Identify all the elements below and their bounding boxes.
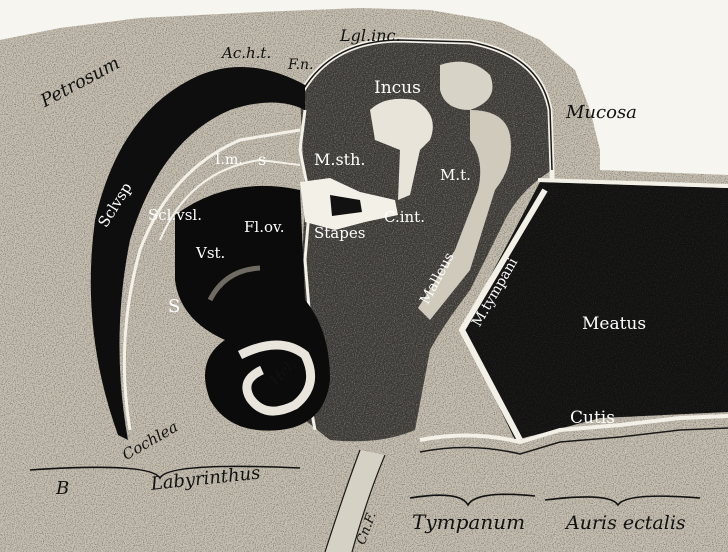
lgl-inc-label: Lgl.inc.: [340, 28, 401, 44]
tympanum-label: Tympanum: [412, 512, 525, 532]
s-upper-label: s: [258, 152, 266, 168]
s-lower-label: S: [168, 298, 180, 316]
b-label: B: [56, 480, 69, 498]
incus-label: Incus: [374, 80, 421, 97]
meatus-label: Meatus: [582, 316, 646, 333]
msth-label: M.sth.: [314, 152, 366, 168]
cint-label: C.int.: [384, 210, 425, 225]
stapes-label: Stapes: [314, 226, 365, 241]
fn-label: F.n.: [288, 58, 313, 72]
acht-label: Ac.h.t.: [222, 46, 271, 61]
auris-ectalis-label: Auris ectalis: [566, 514, 686, 533]
sclvsl-label: Scl.vsl.: [148, 208, 202, 223]
vst-label: Vst.: [196, 246, 225, 261]
mucosa-label: Mucosa: [566, 104, 637, 122]
flov-label: Fl.ov.: [244, 220, 284, 235]
mt-label: M.t.: [440, 168, 471, 183]
im-label: I.m.: [215, 153, 243, 167]
cutis-label: Cutis: [570, 410, 615, 427]
